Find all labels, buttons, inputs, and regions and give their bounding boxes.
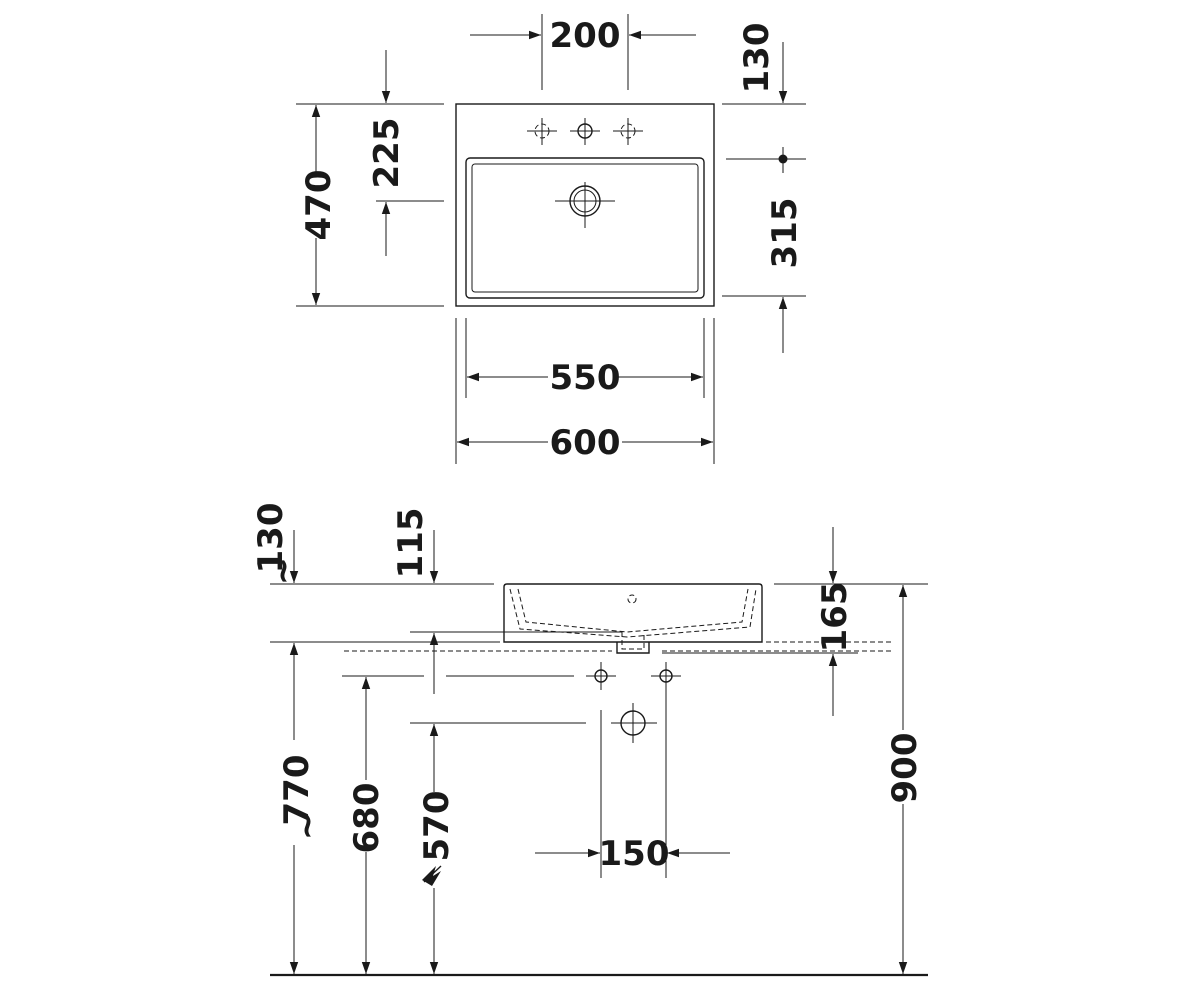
dimension-200: 200: [470, 14, 696, 90]
supply-connection-right-icon: [651, 662, 681, 690]
dimension-130-side: 130 ~: [251, 503, 494, 586]
waste-connection-icon: [611, 703, 657, 743]
dim-label-150: 150: [599, 834, 670, 874]
dimension-570: 570: [410, 722, 586, 974]
dim-label-900: 900: [885, 733, 925, 804]
waste-outlet: [616, 642, 650, 654]
dimension-315: 315: [722, 147, 806, 353]
dim-label-550: 550: [550, 358, 621, 398]
dim-label-315: 315: [765, 198, 805, 269]
dimension-470: 470: [296, 103, 444, 307]
dim-label-165: 165: [815, 582, 855, 653]
dim-label-470: 470: [299, 170, 339, 241]
dim-prefix-770: ~: [287, 812, 327, 841]
dimension-770: 770 ~: [270, 641, 500, 974]
dimension-115: 115: [391, 508, 622, 694]
side-view: 130 ~ 115 165 770 ~: [251, 503, 928, 977]
tap-hole-left-icon: [527, 118, 557, 145]
dimension-225: 225: [367, 50, 444, 256]
leader-arrow-icon: [422, 866, 441, 886]
dimension-600: 600: [455, 318, 715, 464]
tap-hole-right-icon: [613, 118, 643, 145]
plan-view: 200 130 315 470: [296, 14, 806, 464]
dimension-680: 680: [342, 675, 574, 974]
dimension-150: 150: [535, 690, 730, 878]
bowl-hidden-line: [509, 588, 757, 638]
dim-label-680: 680: [347, 783, 387, 854]
basin-profile: [503, 583, 763, 643]
dimension-550: 550: [465, 318, 705, 398]
dim-label-770: 770: [277, 755, 317, 826]
dim-label-130-plan: 130: [737, 23, 777, 94]
tap-hole-center-icon: [570, 118, 600, 145]
dimension-165: 165: [662, 527, 928, 716]
dimension-900: 900: [885, 585, 925, 974]
dim-label-600: 600: [550, 423, 621, 463]
bowl-outer: [465, 157, 705, 299]
dim-label-200: 200: [550, 16, 621, 56]
dim-label-130-side: 130: [251, 503, 291, 574]
dim-label-225: 225: [367, 118, 407, 189]
dimension-130-plan: 130: [722, 23, 806, 105]
basin-outline: [455, 103, 715, 307]
dim-prefix-130-side: ~: [263, 557, 303, 586]
drain-icon: [555, 182, 615, 228]
dim-label-115: 115: [391, 508, 431, 579]
supply-connection-left-icon: [586, 662, 616, 690]
dim-label-570: 570: [417, 791, 457, 862]
